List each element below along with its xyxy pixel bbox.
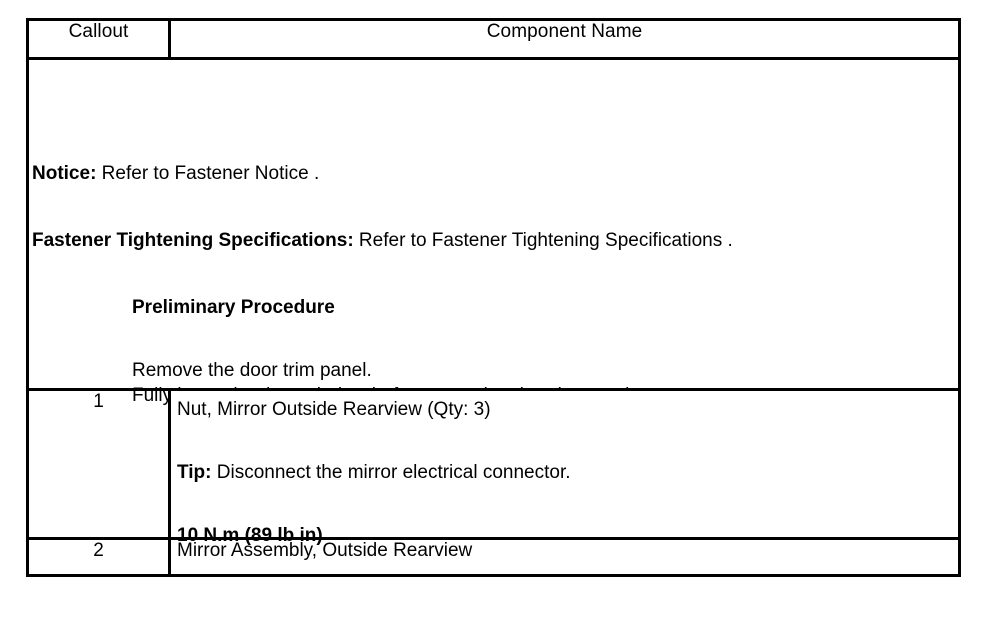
column-header-component-name: Component Name [168,18,961,60]
notice-text: Refer to Fastener Notice . [96,163,320,184]
notice-block: Notice: Refer to Fastener Notice . Faste… [29,60,958,406]
notice-block-cell: Notice: Refer to Fastener Notice . Faste… [26,57,961,406]
fastener-spec-label: Fastener Tightening Specifications: [32,230,354,251]
fastener-notice-line: Notice: Refer to Fastener Notice . [32,163,319,185]
preliminary-step-1: Remove the door trim panel. [132,360,372,381]
callout-number-1: 1 [26,388,171,540]
notice-row: Notice: Refer to Fastener Notice . Faste… [26,57,961,406]
table-row-callout-2: 2 Mirror Assembly, Outside Rearview [26,537,961,577]
component-cell-1-body: Nut, Mirror Outside Rearview (Qty: 3) Ti… [171,391,958,546]
component-name-2: Mirror Assembly, Outside Rearview [177,540,473,561]
preliminary-procedure-heading: Preliminary Procedure [132,297,335,318]
table-header-row: Callout Component Name [26,18,961,60]
component-tip-1: Tip: Disconnect the mirror electrical co… [177,462,571,484]
tip-label: Tip: [177,462,212,483]
component-cell-1: Nut, Mirror Outside Rearview (Qty: 3) Ti… [168,388,961,546]
table-row-callout-1: 1 Nut, Mirror Outside Rearview (Qty: 3) … [26,388,961,546]
tip-text: Disconnect the mirror electrical connect… [211,462,571,483]
torque-spec-1: 10 N.m (89 lb in) [177,525,323,546]
component-callout-table: Callout Component Name Notice: Refer to … [26,18,961,577]
fastener-tightening-line: Fastener Tightening Specifications: Refe… [32,230,733,252]
callout-number-2: 2 [26,537,171,577]
fastener-spec-text: Refer to Fastener Tightening Specificati… [353,230,733,251]
column-header-callout: Callout [26,18,171,60]
notice-label: Notice: [32,163,97,184]
component-name-1: Nut, Mirror Outside Rearview (Qty: 3) [177,399,491,420]
component-cell-2: Mirror Assembly, Outside Rearview [168,537,961,577]
